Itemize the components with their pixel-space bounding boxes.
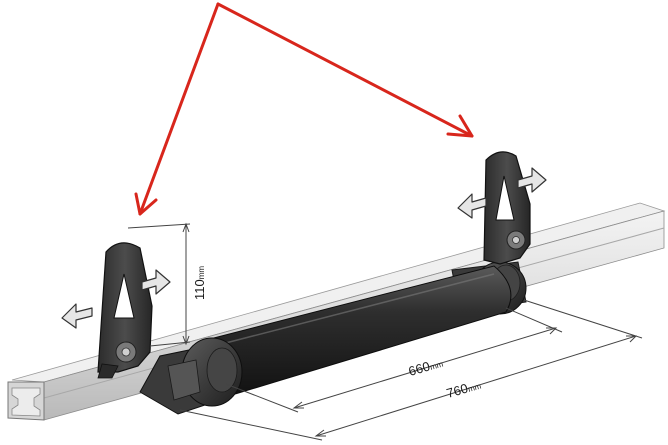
- left-bracket: [97, 242, 153, 379]
- left-roller-mount: [139, 337, 243, 415]
- roof-bar-end-profile: [11, 387, 41, 417]
- double-arrow-right-icon: [457, 167, 547, 219]
- dimension-overall-length-label: 760mm: [445, 377, 483, 401]
- roller-tube: [205, 265, 512, 399]
- dimension-roller-length-label: 660mm: [407, 355, 445, 379]
- red-pointer-arrow: [134, 2, 474, 216]
- right-bracket: [483, 151, 531, 265]
- dimension-lines: [127, 222, 643, 441]
- double-arrow-left-icon: [61, 269, 171, 329]
- dimension-height-label: 110mm: [192, 266, 207, 300]
